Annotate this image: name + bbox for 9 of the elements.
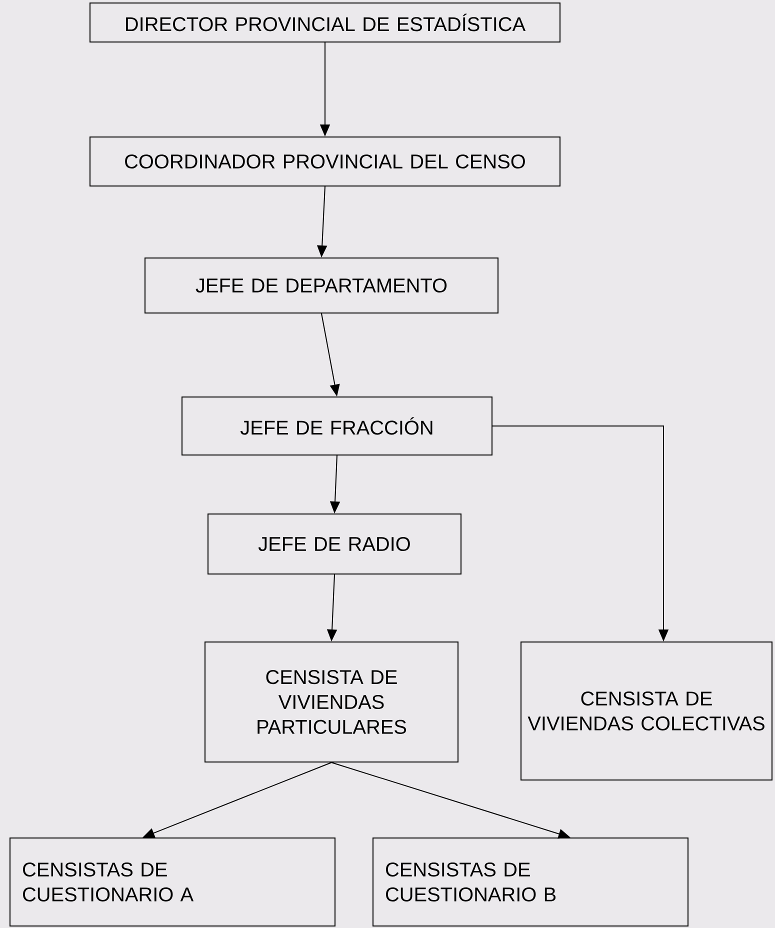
org-box: JEFE DE DEPARTAMENTO <box>144 258 498 314</box>
org-box: CENSISTA DE VIVIENDAS COLECTIVAS <box>520 642 772 780</box>
org-box: COORDINADOR PROVINCIAL DEL CENSO <box>90 136 560 186</box>
org-box: JEFE DE FRACCIÓN <box>182 396 492 456</box>
org-box: CENSISTAS DE CUESTIONARIO B <box>372 838 688 926</box>
org-box: CENSISTA DE VIVIENDAS PARTICULARES <box>204 642 458 762</box>
org-box: DIRECTOR PROVINCIAL DE ESTADÍSTICA <box>90 2 560 42</box>
org-box: CENSISTAS DE CUESTIONARIO A <box>10 838 336 926</box>
org-box: JEFE DE RADIO <box>208 514 462 574</box>
